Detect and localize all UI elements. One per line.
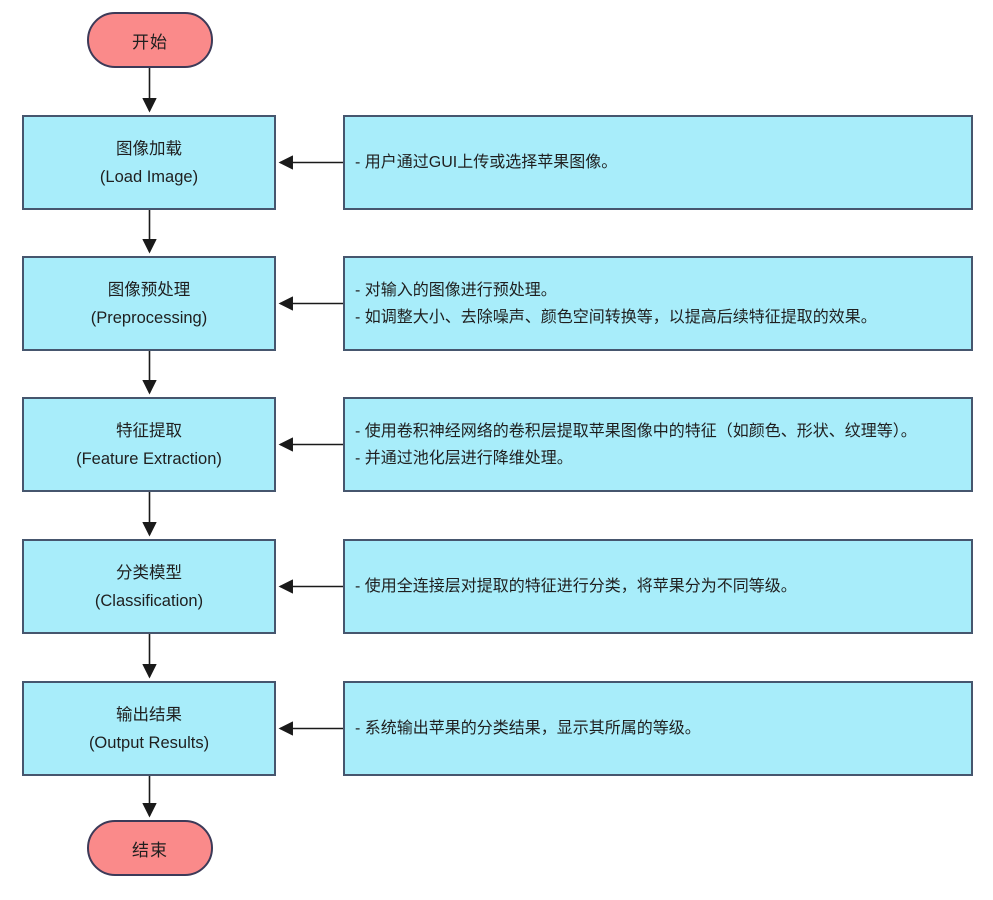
- process-title: 输出结果: [116, 705, 182, 724]
- note-box-classification: - 使用全连接层对提取的特征进行分类，将苹果分为不同等级。: [343, 539, 973, 634]
- note-box-load-image: - 用户通过GUI上传或选择苹果图像。: [343, 115, 973, 210]
- process-title: 图像预处理: [107, 280, 191, 299]
- process-title: 特征提取: [116, 421, 182, 440]
- process-node-load-image: 图像加载 (Load Image): [22, 115, 276, 210]
- start-node-label: 开始: [132, 32, 168, 52]
- note-line: - 如调整大小、去除噪声、颜色空间转换等，以提高后续特征提取的效果。: [355, 308, 877, 326]
- process-node-output-results: 输出结果 (Output Results): [22, 681, 276, 776]
- note-box-feature-extraction: - 使用卷积神经网络的卷积层提取苹果图像中的特征（如颜色、形状、纹理等）。 - …: [343, 397, 973, 492]
- note-line: - 并通过池化层进行降维处理。: [355, 449, 573, 467]
- process-subtitle: (Preprocessing): [90, 308, 208, 327]
- start-node: 开始: [87, 12, 213, 68]
- note-line: - 用户通过GUI上传或选择苹果图像。: [355, 154, 618, 171]
- end-node-label: 结束: [132, 840, 168, 860]
- process-node-feature-extraction: 特征提取 (Feature Extraction): [22, 397, 276, 492]
- note-line: - 系统输出苹果的分类结果，显示其所属的等级。: [355, 720, 701, 737]
- note-box-preprocessing: - 对输入的图像进行预处理。 - 如调整大小、去除噪声、颜色空间转换等，以提高后…: [343, 256, 973, 351]
- process-title: 图像加载: [116, 139, 182, 158]
- note-line: - 使用卷积神经网络的卷积层提取苹果图像中的特征（如颜色、形状、纹理等）。: [355, 422, 917, 440]
- note-line: - 使用全连接层对提取的特征进行分类，将苹果分为不同等级。: [355, 578, 797, 595]
- process-subtitle: (Feature Extraction): [76, 449, 222, 468]
- end-node: 结束: [87, 820, 213, 876]
- process-subtitle: (Load Image): [99, 167, 199, 186]
- process-title: 分类模型: [116, 563, 182, 582]
- process-subtitle: (Classification): [94, 591, 204, 610]
- process-node-preprocessing: 图像预处理 (Preprocessing): [22, 256, 276, 351]
- process-subtitle: (Output Results): [88, 733, 210, 752]
- note-line: - 对输入的图像进行预处理。: [355, 281, 557, 299]
- process-node-classification: 分类模型 (Classification): [22, 539, 276, 634]
- note-box-output-results: - 系统输出苹果的分类结果，显示其所属的等级。: [343, 681, 973, 776]
